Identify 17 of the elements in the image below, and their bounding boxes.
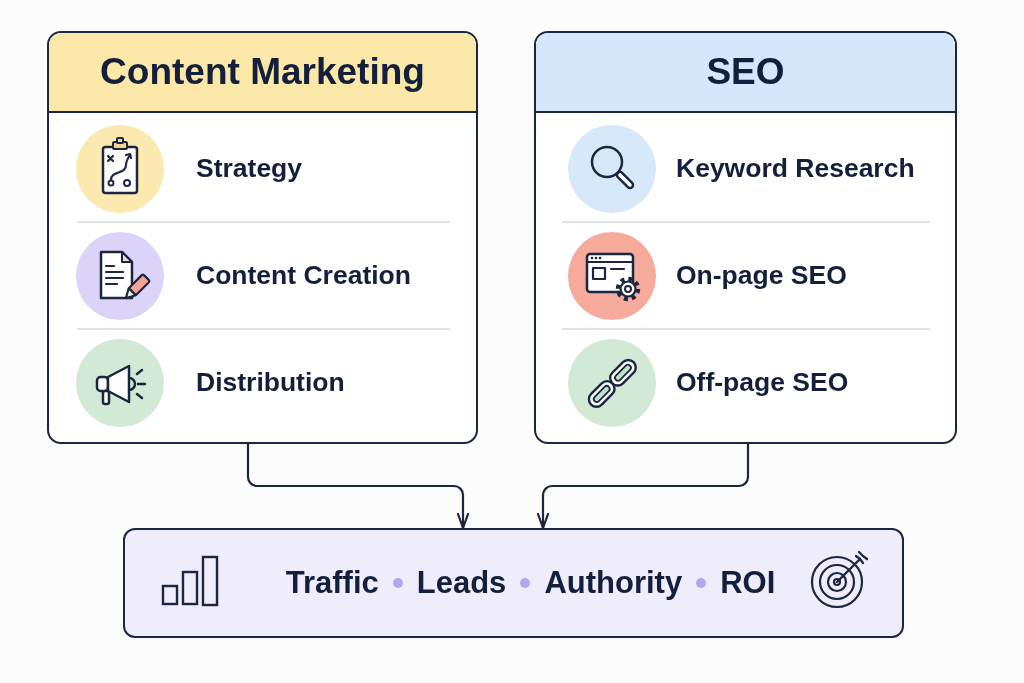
item-label: On-page SEO: [676, 259, 847, 292]
item-label: Keyword Research: [676, 152, 915, 185]
panel-title: SEO: [706, 50, 785, 94]
item-label: Off-page SEO: [676, 366, 849, 399]
panel-title: Content Marketing: [100, 50, 425, 94]
arrow: [246, 444, 470, 530]
panel-card: [534, 31, 957, 444]
metric-label: Leads: [416, 564, 507, 602]
panel-card: [47, 31, 478, 444]
item-label: Content Creation: [196, 259, 411, 292]
metric-label: ROI: [720, 564, 776, 602]
metric-label: Traffic: [285, 564, 379, 602]
item-label: Strategy: [196, 152, 303, 185]
item-label: Distribution: [196, 366, 345, 399]
metric-label: Authority: [544, 564, 683, 602]
arrow: [536, 444, 750, 530]
outcome-box: [123, 528, 904, 638]
